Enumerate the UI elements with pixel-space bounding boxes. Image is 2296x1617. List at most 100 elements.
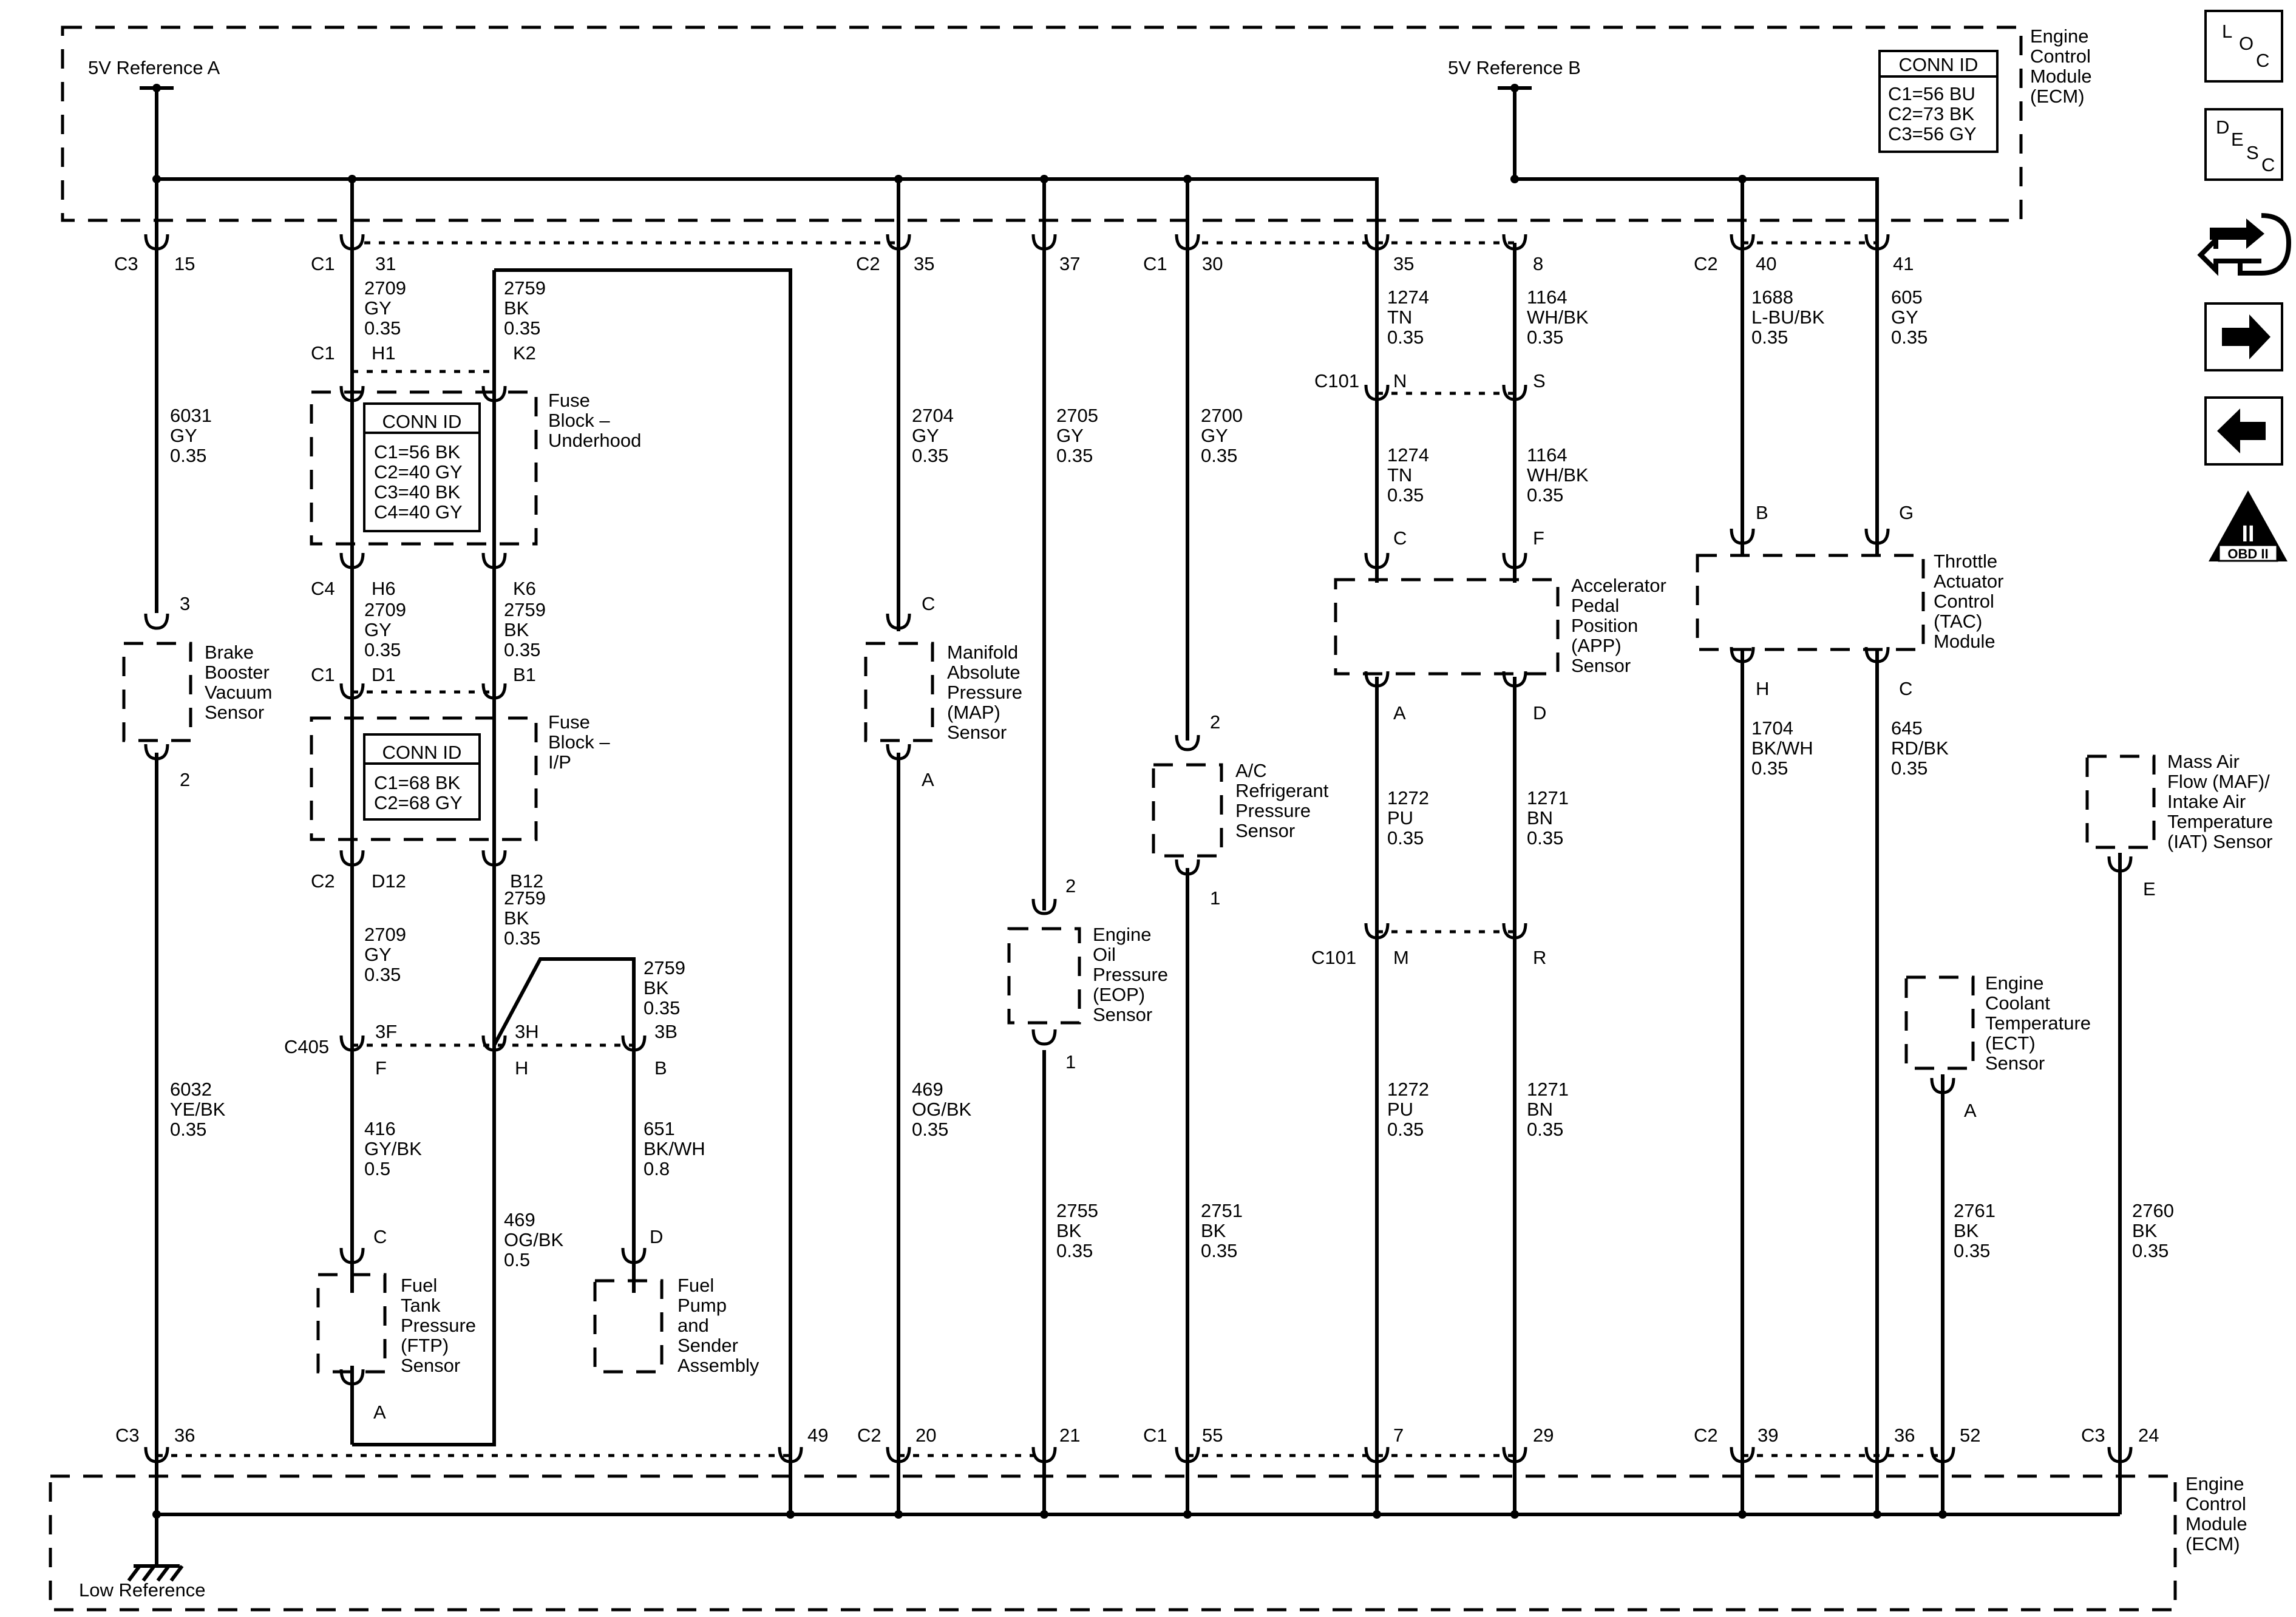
description-button[interactable]: D E S C bbox=[2204, 108, 2283, 181]
splice-dot bbox=[1040, 1510, 1048, 1519]
svg-text:1274: 1274 bbox=[1387, 444, 1429, 466]
svg-text:OG/BK: OG/BK bbox=[504, 1229, 564, 1250]
svg-text:GY/BK: GY/BK bbox=[364, 1138, 422, 1159]
app-sensor-label: Accelerator Pedal Position (APP) Sensor bbox=[1571, 575, 1666, 676]
splice-dot bbox=[152, 84, 161, 92]
svg-text:1271: 1271 bbox=[1527, 787, 1569, 808]
svg-text:36: 36 bbox=[174, 1425, 195, 1446]
svg-text:Mass Air: Mass Air bbox=[2167, 751, 2240, 772]
svg-text:Manifold: Manifold bbox=[947, 642, 1018, 663]
svg-text:Temperature: Temperature bbox=[1985, 1012, 2091, 1034]
connector-pin bbox=[144, 234, 169, 251]
connector-pin bbox=[481, 683, 507, 700]
svg-text:A: A bbox=[1964, 1100, 1977, 1121]
svg-text:D12: D12 bbox=[372, 870, 406, 892]
connector-pin bbox=[1502, 384, 1527, 401]
svg-text:Sensor: Sensor bbox=[205, 702, 264, 723]
svg-text:Tank: Tank bbox=[401, 1295, 441, 1316]
svg-text:Underhood: Underhood bbox=[548, 430, 641, 451]
svg-text:Engine: Engine bbox=[1093, 924, 1152, 945]
svg-text:H6: H6 bbox=[372, 578, 396, 599]
connector-pin bbox=[339, 385, 365, 402]
svg-text:3F: 3F bbox=[375, 1021, 397, 1042]
connector-pin bbox=[886, 234, 911, 251]
map-sensor bbox=[864, 642, 934, 742]
svg-text:Control: Control bbox=[2030, 46, 2091, 67]
arrow-right-icon bbox=[2222, 314, 2271, 359]
svg-text:Refrigerant: Refrigerant bbox=[1235, 780, 1329, 801]
connector-pin bbox=[1364, 552, 1390, 569]
location-button[interactable]: L O C bbox=[2204, 10, 2283, 83]
splice-dot bbox=[894, 1510, 903, 1519]
svg-text:D1: D1 bbox=[372, 664, 396, 685]
svg-text:Absolute: Absolute bbox=[947, 662, 1021, 683]
svg-text:(ECM): (ECM) bbox=[2030, 86, 2085, 107]
svg-text:A/C: A/C bbox=[1235, 760, 1267, 781]
connector-pin bbox=[1864, 1446, 1890, 1463]
svg-text:Sensor: Sensor bbox=[1093, 1004, 1152, 1025]
ecm-bottom-label: Engine Control Module (ECM) bbox=[2186, 1473, 2247, 1554]
maf-iat-sensor bbox=[2085, 754, 2156, 849]
svg-text:CONN ID: CONN ID bbox=[382, 411, 462, 432]
svg-text:0.8: 0.8 bbox=[644, 1158, 670, 1179]
svg-text:1164: 1164 bbox=[1527, 286, 1567, 308]
svg-text:0.35: 0.35 bbox=[1201, 445, 1237, 466]
splice-dot bbox=[1738, 175, 1747, 183]
svg-text:C1=56 BK: C1=56 BK bbox=[374, 441, 461, 463]
svg-text:BK: BK bbox=[644, 977, 669, 998]
svg-text:0.35: 0.35 bbox=[1751, 758, 1788, 779]
svg-text:C2=40 GY: C2=40 GY bbox=[374, 461, 463, 483]
svg-text:1: 1 bbox=[1210, 887, 1220, 909]
obd-ii-icon[interactable]: II OBD II bbox=[2209, 490, 2288, 562]
svg-text:2700: 2700 bbox=[1201, 405, 1243, 426]
svg-text:OBD II: OBD II bbox=[2227, 546, 2268, 561]
svg-text:C2: C2 bbox=[1694, 1425, 1718, 1446]
splice-dot bbox=[894, 175, 903, 183]
splice-dot bbox=[152, 175, 161, 183]
svg-text:416: 416 bbox=[364, 1118, 396, 1139]
ecm-top-label: Engine Control Module (ECM) bbox=[2030, 25, 2092, 107]
next-page-button[interactable] bbox=[2204, 302, 2283, 371]
svg-text:1688: 1688 bbox=[1751, 286, 1793, 308]
svg-text:C405: C405 bbox=[284, 1036, 329, 1057]
connector-pin bbox=[886, 1446, 911, 1463]
svg-text:52: 52 bbox=[1960, 1425, 1980, 1446]
svg-text:Sensor: Sensor bbox=[1571, 655, 1631, 676]
connector-pin bbox=[339, 234, 365, 251]
svg-text:Position: Position bbox=[1571, 615, 1638, 636]
svg-text:M: M bbox=[1393, 947, 1409, 968]
svg-text:0.35: 0.35 bbox=[364, 639, 401, 660]
connector-pin bbox=[1502, 923, 1527, 940]
svg-text:C2: C2 bbox=[857, 1425, 881, 1446]
svg-text:0.35: 0.35 bbox=[1527, 484, 1563, 506]
svg-text:S: S bbox=[2246, 142, 2259, 163]
svg-text:651: 651 bbox=[644, 1118, 675, 1139]
svg-text:2: 2 bbox=[180, 769, 190, 790]
svg-text:Vacuum: Vacuum bbox=[205, 682, 272, 703]
connector-pin bbox=[1364, 923, 1390, 940]
svg-text:0.35: 0.35 bbox=[1891, 327, 1927, 348]
svg-text:Module: Module bbox=[1934, 631, 1995, 652]
svg-text:49: 49 bbox=[807, 1425, 828, 1446]
previous-page-button[interactable] bbox=[2204, 396, 2283, 466]
svg-text:B: B bbox=[1756, 502, 1768, 523]
svg-text:Fuse: Fuse bbox=[548, 711, 590, 733]
svg-text:BK: BK bbox=[1954, 1220, 1979, 1241]
svg-text:BK: BK bbox=[504, 907, 529, 929]
splice-dot bbox=[1510, 84, 1519, 92]
svg-text:2704: 2704 bbox=[912, 405, 954, 426]
svg-text:GY: GY bbox=[912, 425, 939, 446]
connector-tool-icon[interactable] bbox=[2197, 213, 2292, 276]
svg-text:K6: K6 bbox=[513, 578, 536, 599]
connector-pin bbox=[339, 552, 365, 569]
svg-text:C4=40 GY: C4=40 GY bbox=[374, 501, 463, 523]
svg-text:0.35: 0.35 bbox=[1056, 1240, 1093, 1261]
svg-text:D: D bbox=[2216, 117, 2229, 138]
